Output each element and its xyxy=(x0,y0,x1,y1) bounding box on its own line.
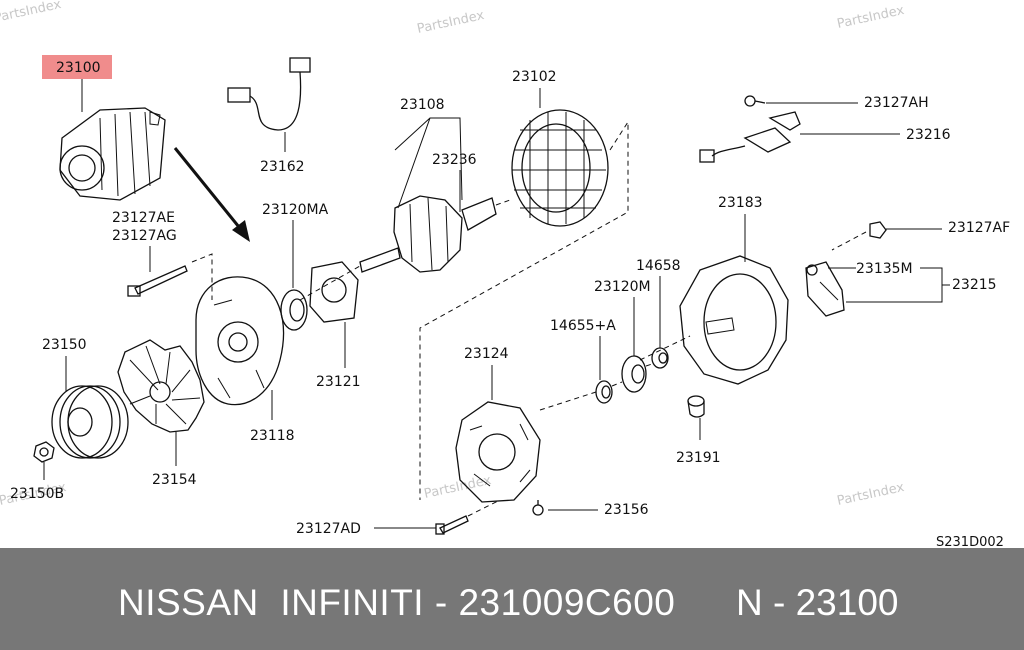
label-23120M[interactable]: 23120M xyxy=(594,279,651,295)
footer-title: NISSAN INFINITI - 231009C600 xyxy=(118,582,676,623)
watermark-middle: PartsIndex xyxy=(423,473,493,502)
label-23121[interactable]: 23121 xyxy=(316,374,361,390)
label-23124[interactable]: 23124 xyxy=(464,346,509,362)
bearing-23120M-icon[interactable] xyxy=(621,355,647,393)
label-23150B[interactable]: 23150B xyxy=(10,486,64,502)
plate-23121-icon[interactable] xyxy=(309,261,359,323)
bushing-14655A-icon[interactable] xyxy=(595,380,613,404)
label-23127AG[interactable]: 23127AG xyxy=(112,228,177,244)
nut-23150B-icon[interactable] xyxy=(33,441,55,463)
screw-23127AH-icon[interactable] xyxy=(744,95,766,107)
alternator-parts-diagram: PartsIndex PartsIndex PartsIndex PartsIn… xyxy=(0,0,1010,548)
label-14655A[interactable]: 14655+A xyxy=(550,318,616,334)
watermark-top-left: PartsIndex xyxy=(0,0,63,26)
watermark-top-right: PartsIndex xyxy=(836,3,906,32)
label-23118[interactable]: 23118 xyxy=(250,428,295,444)
diagram-code: S231D002 xyxy=(936,535,1004,548)
stator-23102-icon[interactable] xyxy=(511,109,609,227)
label-23102[interactable]: 23102 xyxy=(512,69,557,85)
label-23183[interactable]: 23183 xyxy=(718,195,763,211)
watermark-top-center: PartsIndex xyxy=(416,8,486,37)
rotor-23108-icon[interactable] xyxy=(299,195,497,301)
front-housing-23118-icon[interactable] xyxy=(195,276,285,406)
label-23215[interactable]: 23215 xyxy=(952,277,997,293)
label-14658[interactable]: 14658 xyxy=(636,258,681,274)
bearing-23120MA-icon[interactable] xyxy=(280,289,308,331)
alternator-assembly-icon[interactable] xyxy=(59,107,166,201)
rectifier-23124-icon[interactable] xyxy=(455,401,541,503)
harness-23216-icon[interactable] xyxy=(699,111,801,163)
label-23120MA[interactable]: 23120MA xyxy=(262,202,329,218)
rear-housing-23183-icon[interactable] xyxy=(639,255,789,385)
label-23156[interactable]: 23156 xyxy=(604,502,649,518)
bolt-23127AE-icon[interactable] xyxy=(127,265,188,297)
watermark-bottom-right: PartsIndex xyxy=(836,480,906,509)
label-23162[interactable]: 23162 xyxy=(260,159,305,175)
label-23108[interactable]: 23108 xyxy=(400,97,445,113)
label-23127AD[interactable]: 23127AD xyxy=(296,521,361,537)
label-23127AH[interactable]: 23127AH xyxy=(864,95,929,111)
highlight-23100 xyxy=(42,55,112,79)
label-23100[interactable]: 23100 xyxy=(56,60,101,76)
harness-23162-icon[interactable] xyxy=(227,57,311,131)
cap-23191-icon[interactable] xyxy=(687,395,705,418)
brush-holder-23215-icon[interactable] xyxy=(805,261,845,317)
label-23216[interactable]: 23216 xyxy=(906,127,951,143)
bushing-14658-icon[interactable] xyxy=(651,347,669,369)
screw-23127AD-icon[interactable] xyxy=(435,515,469,535)
screw-23156-icon[interactable] xyxy=(532,500,544,516)
screw-23127AF-icon[interactable] xyxy=(869,221,887,239)
label-23150[interactable]: 23150 xyxy=(42,337,87,353)
pulley-23150-icon[interactable] xyxy=(51,385,129,459)
label-23127AE[interactable]: 23127AE xyxy=(112,210,175,226)
label-23135M[interactable]: 23135M xyxy=(856,261,913,277)
label-23236[interactable]: 23236 xyxy=(432,152,477,168)
footer-bar: NISSAN INFINITI - 231009C600 N - 23100 xyxy=(0,548,1024,650)
fan-23154-icon[interactable] xyxy=(117,339,205,433)
footer-part-code: N - 23100 xyxy=(736,582,899,623)
label-23191[interactable]: 23191 xyxy=(676,450,721,466)
label-23154[interactable]: 23154 xyxy=(152,472,197,488)
label-23127AF[interactable]: 23127AF xyxy=(948,220,1010,236)
